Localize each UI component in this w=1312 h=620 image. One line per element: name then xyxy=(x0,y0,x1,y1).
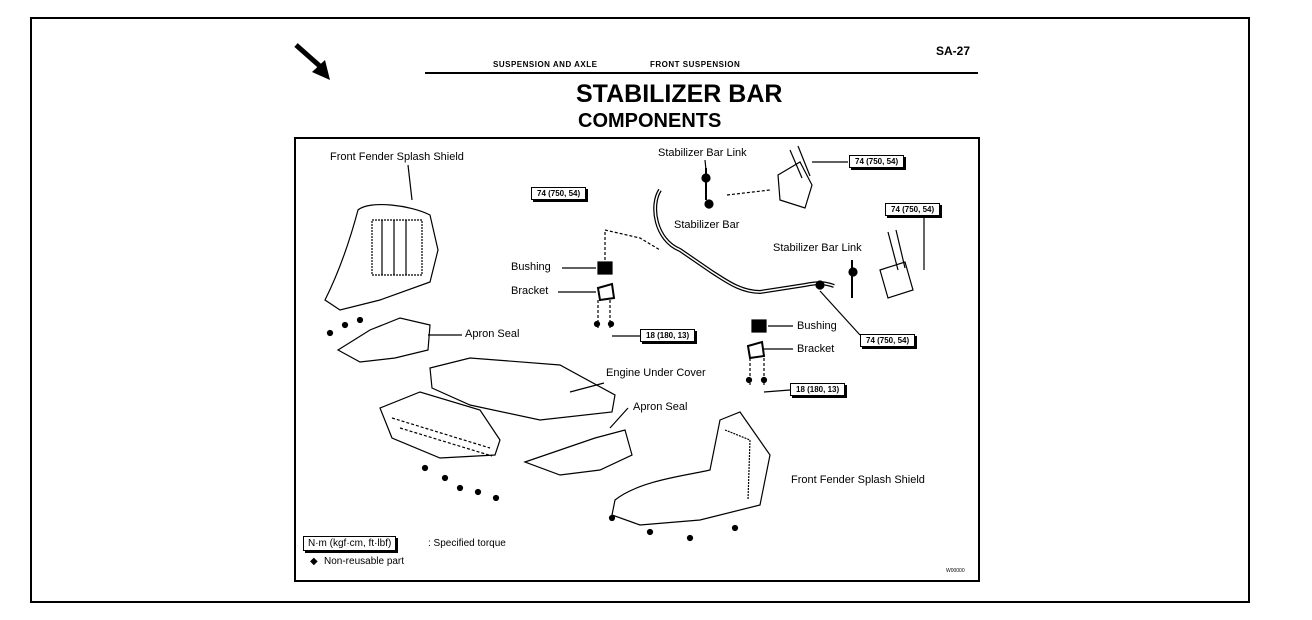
label-stabilizer-bar-link-right: Stabilizer Bar Link xyxy=(773,242,862,254)
label-bushing-right: Bushing xyxy=(797,320,837,332)
page-subtitle: COMPONENTS xyxy=(578,110,722,132)
label-apron-seal-upper: Apron Seal xyxy=(465,328,520,340)
page-frame xyxy=(30,17,1250,603)
section-left: SUSPENSION AND AXLE xyxy=(493,60,598,69)
section-right: FRONT SUSPENSION xyxy=(650,60,741,69)
label-bushing-left: Bushing xyxy=(511,261,551,273)
label-bracket-right: Bracket xyxy=(797,343,835,355)
torque-box-link-right-upper: 74 (750, 54) xyxy=(885,203,941,216)
torque-box-link-right-lower: 74 (750, 54) xyxy=(860,334,916,347)
legend-nonreusable: Non-reusable part xyxy=(324,556,405,567)
label-stabilizer-bar: Stabilizer Bar xyxy=(674,219,740,231)
torque-box-bracket-right: 18 (180, 13) xyxy=(790,383,846,396)
label-stabilizer-bar-link-top: Stabilizer Bar Link xyxy=(658,147,747,159)
label-front-fender-splash-shield-top: Front Fender Splash Shield xyxy=(330,151,464,163)
page-title: STABILIZER BAR xyxy=(576,80,783,108)
label-bracket-left: Bracket xyxy=(511,285,549,297)
legend-unit-box: N·m (kgf·cm, ft·lbf) xyxy=(303,536,397,551)
label-front-fender-splash-shield-bottom: Front Fender Splash Shield xyxy=(791,474,925,486)
diagram-frame xyxy=(294,137,980,582)
figure-code: W00000 xyxy=(946,568,965,574)
label-engine-under-cover: Engine Under Cover xyxy=(606,367,706,379)
nonreusable-symbol-icon: ◆ xyxy=(310,556,318,567)
torque-box-link-top-left: 74 (750, 54) xyxy=(531,187,587,200)
legend-unit-description: : Specified torque xyxy=(428,538,506,549)
header-rule xyxy=(425,72,978,74)
torque-box-bracket-left: 18 (180, 13) xyxy=(640,329,696,342)
label-apron-seal-lower: Apron Seal xyxy=(633,401,688,413)
page-number: SA-27 xyxy=(936,44,971,58)
torque-box-link-top-right: 74 (750, 54) xyxy=(849,155,905,168)
